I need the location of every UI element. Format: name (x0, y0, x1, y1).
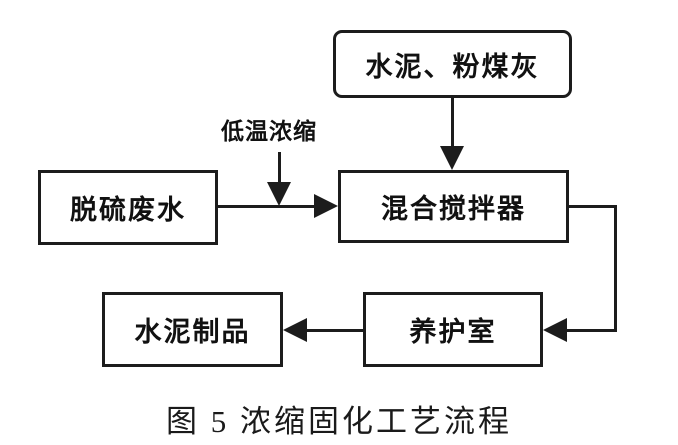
node-mixing-agitator: 混合搅拌器 (338, 170, 569, 243)
connector-mixer-to-curing-bottom (565, 329, 617, 332)
arrow-annotation-shaft (278, 152, 281, 184)
figure-caption: 图 5 浓缩固化工艺流程 (166, 404, 512, 439)
node-desulfurization-wastewater-label: 脱硫废水 (70, 195, 186, 225)
arrow-cement-to-mixer-shaft (451, 98, 454, 148)
arrow-left-icon (543, 318, 567, 342)
node-cement-flyash-label: 水泥、粉煤灰 (365, 51, 540, 82)
node-curing-room: 养护室 (363, 292, 543, 367)
annotation-low-temp-concentration: 低温浓缩 (221, 118, 317, 144)
node-cement-flyash: 水泥、粉煤灰 (333, 30, 572, 98)
node-mixing-agitator-label: 混合搅拌器 (381, 194, 526, 224)
arrow-right-icon (314, 194, 338, 218)
arrow-left-icon (283, 318, 307, 342)
arrow-down-icon (440, 146, 464, 170)
arrow-down-icon (267, 182, 291, 206)
arrow-wastewater-to-mixer-shaft (218, 205, 316, 208)
connector-mixer-to-curing-top (569, 205, 617, 208)
node-cement-products: 水泥制品 (102, 292, 283, 367)
node-desulfurization-wastewater: 脱硫废水 (38, 170, 218, 245)
node-curing-room-label: 养护室 (409, 317, 497, 347)
arrow-curing-to-products-shaft (305, 329, 363, 332)
connector-mixer-to-curing-vertical (614, 205, 617, 332)
node-cement-products-label: 水泥制品 (134, 317, 251, 347)
